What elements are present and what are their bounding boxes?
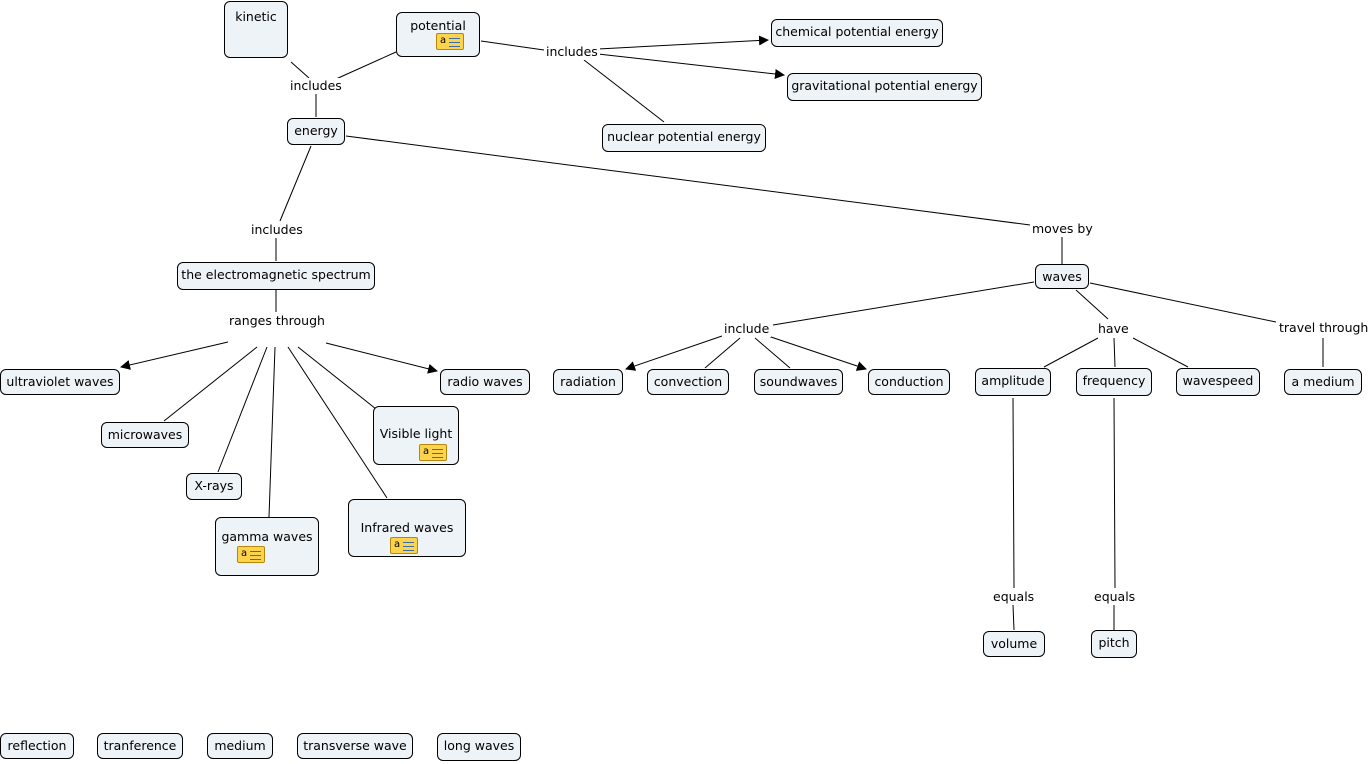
concept-label: long waves: [443, 738, 515, 753]
concept-potential[interactable]: potential a: [396, 12, 480, 57]
concept-label: wavespeed: [1182, 373, 1254, 388]
concept-gamma-waves[interactable]: gamma waves a: [215, 517, 319, 576]
concept-kinetic[interactable]: kinetic: [224, 1, 288, 58]
link-label-have: have: [1096, 321, 1131, 337]
concept-long-waves[interactable]: long waves: [437, 733, 521, 761]
concept-label: conduction: [874, 374, 944, 389]
concept-label: a medium: [1291, 374, 1355, 389]
link-label-includes: includes: [249, 222, 305, 238]
concept-label: Infrared waves: [360, 520, 454, 535]
concept-energy[interactable]: energy: [287, 118, 345, 145]
concept-amplitude[interactable]: amplitude: [975, 368, 1051, 396]
link-label-includes: includes: [288, 78, 344, 94]
link-label-moves-by: moves by: [1030, 221, 1095, 237]
concept-label: X-rays: [194, 478, 234, 493]
concept-convection[interactable]: convection: [647, 369, 729, 395]
note-icon[interactable]: a: [390, 537, 418, 554]
concept-label: transverse wave: [303, 738, 407, 753]
concept-label: volume: [990, 636, 1038, 651]
link-label-ranges-through: ranges through: [227, 313, 327, 329]
concept-reflection[interactable]: reflection: [0, 733, 74, 759]
concept-a-medium[interactable]: a medium: [1284, 369, 1362, 395]
concept-tranference[interactable]: tranference: [97, 733, 183, 759]
concept-label: pitch: [1098, 635, 1130, 650]
link-label-includes: includes: [544, 44, 600, 60]
concept-electromagnetic-spectrum[interactable]: the electromagnetic spectrum: [177, 262, 375, 290]
concept-label: gravitational potential energy: [791, 78, 978, 93]
concept-label: chemical potential energy: [775, 24, 939, 39]
concept-label: microwaves: [107, 427, 183, 442]
concept-radio-waves[interactable]: radio waves: [440, 369, 530, 395]
concept-label: the electromagnetic spectrum: [181, 267, 371, 282]
concept-microwaves[interactable]: microwaves: [101, 422, 189, 448]
concept-label: nuclear potential energy: [607, 129, 761, 144]
concept-medium[interactable]: medium: [207, 733, 273, 759]
concept-label: potential: [410, 18, 466, 33]
concept-waves[interactable]: waves: [1035, 264, 1089, 289]
concept-frequency[interactable]: frequency: [1076, 368, 1152, 396]
concept-volume[interactable]: volume: [983, 631, 1045, 657]
concept-conduction[interactable]: conduction: [868, 369, 950, 395]
concept-label: energy: [294, 123, 338, 138]
concept-nuclear-potential-energy[interactable]: nuclear potential energy: [602, 124, 766, 152]
concept-radiation[interactable]: radiation: [553, 369, 623, 395]
concept-chemical-potential-energy[interactable]: chemical potential energy: [771, 19, 943, 47]
concept-label: kinetic: [235, 9, 277, 24]
concept-label: medium: [214, 738, 266, 753]
concept-soundwaves[interactable]: soundwaves: [754, 369, 843, 395]
concept-infrared-waves[interactable]: Infrared waves a: [348, 499, 466, 557]
concept-label: soundwaves: [759, 374, 838, 389]
concept-label: frequency: [1082, 373, 1146, 388]
concept-label: ultraviolet waves: [6, 374, 114, 389]
concept-visible-light[interactable]: Visible light a: [373, 406, 459, 465]
concept-label: Visible light: [379, 426, 453, 441]
link-label-include: include: [722, 321, 772, 337]
concept-label: radio waves: [447, 374, 523, 389]
concept-label: amplitude: [981, 373, 1045, 388]
concept-wavespeed[interactable]: wavespeed: [1176, 368, 1260, 396]
concept-transverse-wave[interactable]: transverse wave: [297, 733, 413, 759]
concept-label: reflection: [7, 738, 67, 753]
link-label-travel-through: travel through: [1277, 320, 1369, 336]
note-icon[interactable]: a: [237, 546, 265, 563]
concept-x-rays[interactable]: X-rays: [186, 473, 242, 500]
concept-label: gamma waves: [221, 529, 313, 544]
link-label-equals: equals: [991, 589, 1037, 605]
note-icon[interactable]: a: [419, 444, 447, 461]
concept-label: radiation: [560, 374, 616, 389]
concept-label: waves: [1042, 269, 1082, 284]
concept-pitch[interactable]: pitch: [1091, 630, 1137, 658]
concept-ultraviolet-waves[interactable]: ultraviolet waves: [0, 369, 120, 395]
link-label-equals: equals: [1092, 589, 1138, 605]
concept-label: tranference: [103, 738, 177, 753]
concept-gravitational-potential-energy[interactable]: gravitational potential energy: [787, 73, 982, 101]
note-icon[interactable]: a: [436, 33, 464, 50]
concept-label: convection: [653, 374, 723, 389]
